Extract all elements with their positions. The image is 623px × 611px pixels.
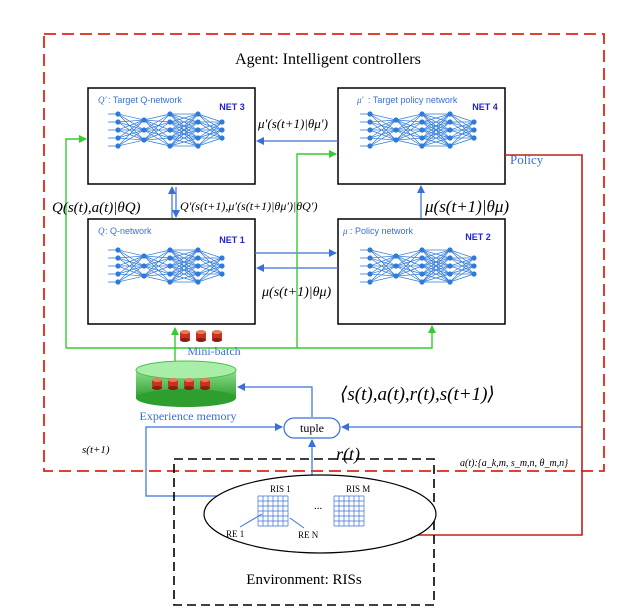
net3-tag: NET 3 [219,102,245,112]
green-line-to-net2 [66,325,436,349]
net3-neural-net-icon [108,111,225,149]
net3-label: : Target Q-network [108,95,182,105]
net1-label: : Q-network [105,226,152,236]
net3-box: Q′ : Target Q-network NET 3 [87,87,256,185]
net2-tag: NET 2 [465,232,491,242]
ris-m-label: RIS M [346,484,370,494]
green-line-to-net4 [296,150,337,348]
net4-tag: NET 4 [472,102,498,112]
re-n-pointer [289,517,305,529]
ris-ellipse [203,474,437,554]
arrow-tuple-to-memory [237,383,313,417]
environment-frame [173,458,435,606]
green-line-to-net3 [65,135,87,348]
environment-title: Environment: RISs [246,572,362,588]
agent-frame [43,33,605,472]
formula-next-state: s(t+1) [82,444,110,456]
policy-red-arrow [403,154,583,540]
tuple-label: tuple [300,421,324,435]
mini-batch-barrels [180,330,222,342]
net4-box: μ′ : Target policy network NET 4 [337,87,506,185]
net1-symbol: Q [98,226,105,236]
tuple-box [283,417,341,439]
policy-label: Policy [510,152,544,167]
formula-mu-big: μ(s(t+1)|θμ) [424,197,509,216]
experience-memory-label: Experience memory [140,409,237,423]
net2-symbol: μ [342,226,348,236]
ris-1-grid [257,495,289,527]
formula-q-prime: Q′(s(t+1),μ′(s(t+1)|θμ′)|θQ′) [180,199,317,213]
ris-m-grid [333,495,365,527]
net4-neural-net-icon [360,111,477,149]
formula-mu-prime: μ′(s(t+1)|θμ′) [257,116,328,131]
re-1-label: RE 1 [226,529,244,539]
formula-reward: r(t) [336,444,360,465]
formula-mu-small: μ(s(t+1)|θμ) [261,285,332,300]
agent-title: Agent: Intelligent controllers [235,51,421,68]
net1-box: Q : Q-network NET 1 [87,218,256,325]
ris-1-label: RIS 1 [270,484,291,494]
net2-box: μ : Policy network NET 2 [337,218,506,325]
experience-memory-cylinder [135,360,237,407]
formula-action: a(t):{a_k,m, s_m,n, θ_m,n} [460,458,568,469]
net2-label: : Policy network [350,226,414,236]
net1-neural-net-icon [108,247,225,285]
re1-pointer [239,513,263,528]
formula-q-value: Q(s(t),a(t)|θQ) [52,200,141,216]
mini-batch-label: Mini-batch [187,344,240,358]
net2-neural-net-icon [360,247,477,285]
net1-tag: NET 1 [219,235,245,245]
net4-label: : Target policy network [368,95,458,105]
re-n-label: RE N [298,530,319,540]
net3-symbol: Q′ [98,95,107,105]
ris-dots: ... [314,500,323,512]
net4-symbol: μ′ [356,95,365,105]
formula-transition: ⟨s(t),a(t),r(t),s(t+1)⟩ [340,384,495,405]
